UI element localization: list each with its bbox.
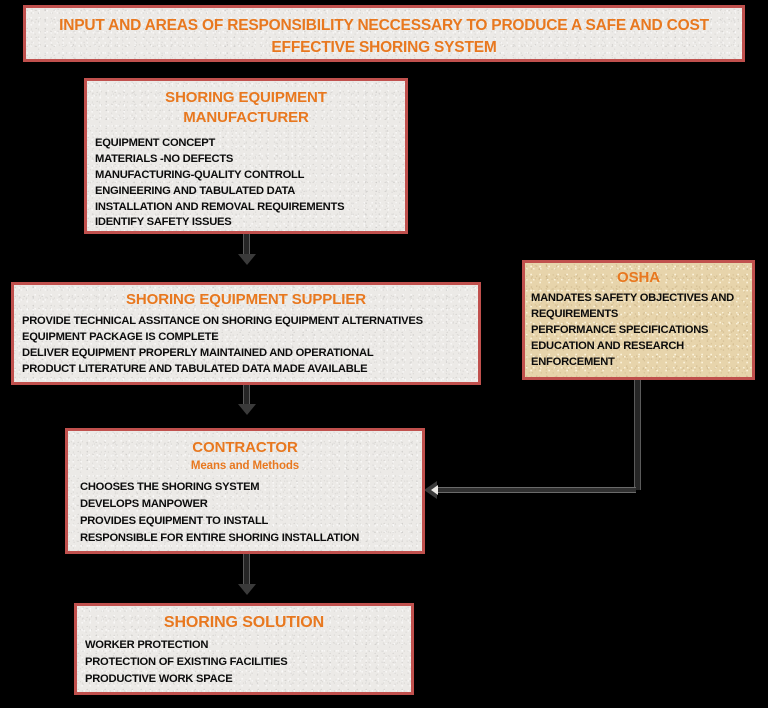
osha-item-list: MANDATES SAFETY OBJECTIVES AND REQUIREME… bbox=[525, 288, 752, 371]
connector-osha-to-contractor-horizontal bbox=[432, 487, 636, 493]
connector-osha-to-contractor-vertical bbox=[634, 380, 641, 490]
supplier-item: DELIVER EQUIPMENT PROPERLY MAINTAINED AN… bbox=[22, 346, 374, 359]
contractor-heading: CONTRACTOR bbox=[192, 439, 298, 456]
manufacturer-item-list: EQUIPMENT CONCEPT MATERIALS -NO DEFECTS … bbox=[87, 128, 405, 231]
manufacturer-item: MANUFACTURING-QUALITY CONTROLL bbox=[95, 168, 305, 181]
connector-manufacturer-to-supplier-line bbox=[243, 234, 250, 256]
osha-heading: OSHA bbox=[617, 269, 660, 286]
node-shoring-equipment-supplier: SHORING EQUIPMENT SUPPLIER PROVIDE TECHN… bbox=[11, 282, 481, 385]
osha-item: PERFORMANCE SPECIFICATIONS bbox=[531, 323, 709, 336]
osha-item: ENFORCEMENT bbox=[531, 355, 615, 368]
solution-heading: SHORING SOLUTION bbox=[163, 614, 325, 631]
manufacturer-heading-line-1: SHORING EQUIPMENT bbox=[165, 89, 327, 106]
manufacturer-heading-line-2: MANUFACTURER bbox=[183, 108, 309, 126]
supplier-item: EQUIPMENT PACKAGE IS COMPLETE bbox=[22, 330, 219, 343]
osha-item: EDUCATION AND RESEARCH bbox=[531, 339, 684, 352]
supplier-item-list: PROVIDE TECHNICAL ASSITANCE ON SHORING E… bbox=[14, 310, 478, 378]
contractor-item: RESPONSIBLE FOR ENTIRE SHORING INSTALLAT… bbox=[80, 531, 360, 544]
osha-item: MANDATES SAFETY OBJECTIVES AND bbox=[531, 291, 735, 304]
solution-item: WORKER PROTECTION bbox=[85, 639, 209, 652]
manufacturer-item: INSTALLATION AND REMOVAL REQUIREMENTS bbox=[95, 200, 345, 213]
supplier-item: PROVIDE TECHNICAL ASSITANCE ON SHORING E… bbox=[22, 314, 423, 327]
connector-manufacturer-to-supplier-arrowhead bbox=[238, 254, 256, 265]
manufacturer-item: MATERIALS -NO DEFECTS bbox=[95, 152, 234, 165]
diagram-title-box: INPUT AND AREAS OF RESPONSIBILITY NECCES… bbox=[23, 5, 745, 62]
contractor-item: DEVELOPS MANPOWER bbox=[80, 498, 208, 511]
diagram-title-text: INPUT AND AREAS OF RESPONSIBILITY NECCES… bbox=[59, 17, 709, 56]
node-contractor: CONTRACTOR Means and Methods CHOOSES THE… bbox=[65, 428, 425, 554]
solution-item: PRODUCTIVE WORK SPACE bbox=[85, 672, 233, 685]
connector-contractor-to-solution-line bbox=[243, 554, 250, 586]
contractor-item-list: CHOOSES THE SHORING SYSTEM DEVELOPS MANP… bbox=[68, 473, 422, 546]
connector-supplier-to-contractor-line bbox=[243, 385, 250, 406]
connector-supplier-to-contractor-arrowhead bbox=[238, 404, 256, 415]
contractor-item: PROVIDES EQUIPMENT TO INSTALL bbox=[80, 514, 269, 527]
supplier-item: PRODUCT LITERATURE AND TABULATED DATA MA… bbox=[22, 362, 368, 375]
manufacturer-heading: SHORING EQUIPMENT MANUFACTURER bbox=[87, 81, 405, 128]
node-shoring-solution: SHORING SOLUTION WORKER PROTECTION PROTE… bbox=[74, 603, 414, 695]
contractor-subheading: Means and Methods bbox=[190, 459, 300, 472]
solution-item: PROTECTION OF EXISTING FACILITIES bbox=[85, 656, 288, 669]
supplier-heading: SHORING EQUIPMENT SUPPLIER bbox=[126, 291, 366, 308]
solution-item-list: WORKER PROTECTION PROTECTION OF EXISTING… bbox=[77, 633, 411, 687]
manufacturer-item: ENGINEERING AND TABULATED DATA bbox=[95, 184, 296, 197]
connector-osha-to-contractor-arrowhead-notch bbox=[431, 485, 438, 495]
connector-contractor-to-solution-arrowhead bbox=[238, 584, 256, 595]
manufacturer-item: IDENTIFY SAFETY ISSUES bbox=[95, 216, 232, 229]
contractor-item: CHOOSES THE SHORING SYSTEM bbox=[80, 481, 260, 494]
node-osha: OSHA MANDATES SAFETY OBJECTIVES AND REQU… bbox=[522, 260, 755, 380]
manufacturer-item: EQUIPMENT CONCEPT bbox=[95, 136, 216, 149]
osha-item: REQUIREMENTS bbox=[531, 307, 619, 320]
node-shoring-equipment-manufacturer: SHORING EQUIPMENT MANUFACTURER EQUIPMENT… bbox=[84, 78, 408, 234]
